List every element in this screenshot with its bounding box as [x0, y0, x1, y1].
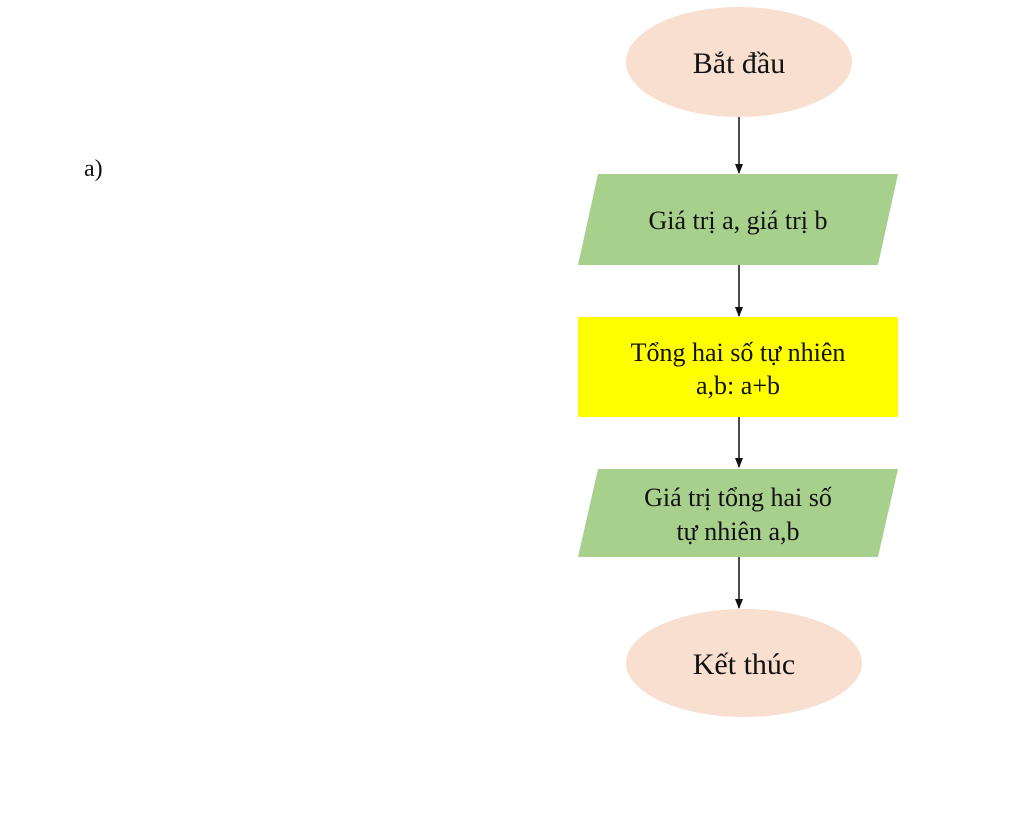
process-rectangle: [578, 317, 898, 417]
end-node: Kết thúc: [626, 609, 862, 717]
process-node: Tổng hai số tự nhiên a,b: a+b: [578, 317, 898, 417]
input-label: Giá trị a, giá trị b: [648, 206, 827, 235]
process-label-line-2: a,b: a+b: [696, 371, 780, 400]
input-parallelogram: [578, 174, 898, 265]
process-label-line-1: Tổng hai số tự nhiên: [631, 338, 846, 367]
output-parallelogram: [578, 469, 898, 557]
start-label: Bắt đầu: [693, 47, 785, 80]
end-ellipse: [626, 609, 862, 717]
start-node: Bắt đầu: [626, 7, 852, 117]
output-node: Giá trị tổng hai số tự nhiên a,b: [578, 469, 898, 557]
end-label: Kết thúc: [693, 648, 795, 681]
input-node: Giá trị a, giá trị b: [578, 174, 898, 265]
start-ellipse: [626, 7, 852, 117]
question-label: a): [84, 156, 103, 182]
output-label-line-2: tự nhiên a,b: [676, 517, 799, 546]
output-label-line-1: Giá trị tổng hai số: [644, 483, 832, 512]
